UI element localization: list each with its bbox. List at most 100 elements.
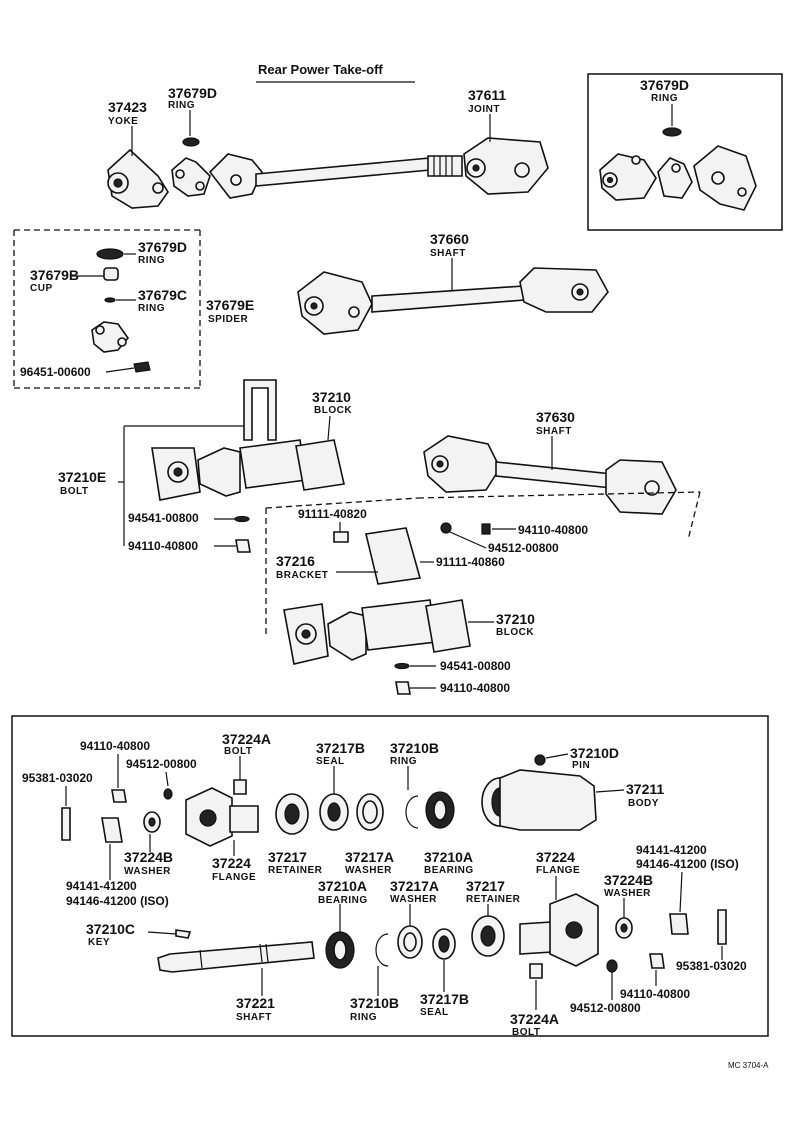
shaft-37630-drawing <box>423 435 677 515</box>
part-name: FLANGE <box>536 865 580 876</box>
part-number: 37221 <box>236 995 275 1011</box>
part-number: 37630 <box>536 409 575 425</box>
washer-icon <box>234 515 250 523</box>
part-number: 37217B <box>316 740 365 756</box>
flange-left-drawing <box>185 787 259 847</box>
part-number: 37423 <box>108 99 147 115</box>
part-name: RING <box>138 255 165 266</box>
part-name: SHAFT <box>236 1012 272 1023</box>
part-number: 37210A <box>318 878 367 894</box>
part-name: WASHER <box>345 865 392 876</box>
part-name: SPIDER <box>208 314 249 325</box>
shaft-37660-drawing <box>297 267 609 335</box>
part-name: WASHER <box>124 866 171 877</box>
part-number: 37224A <box>510 1011 559 1027</box>
part-number: 94541-00800 <box>440 659 511 673</box>
small-ring-icon <box>104 297 116 303</box>
part-name: WASHER <box>604 888 651 899</box>
part-name: RING <box>651 93 678 104</box>
alt-joint-drawing <box>599 145 757 211</box>
part-name: SEAL <box>316 756 345 767</box>
part-number: 37679D <box>168 85 217 101</box>
assembly-dashed-outline <box>265 491 701 636</box>
part-name: BRACKET <box>276 570 328 581</box>
nut-icon <box>395 681 411 695</box>
part-number: 37210 <box>312 389 351 405</box>
part-name: BOLT <box>512 1027 540 1038</box>
part-number: 37217B <box>420 991 469 1007</box>
ring-icon-kit <box>96 248 124 260</box>
part-number: 94110-40800 <box>518 523 588 537</box>
body-37211-drawing <box>481 769 597 831</box>
part-number: 37210E <box>58 469 106 485</box>
bolt-icon <box>333 531 349 543</box>
snap-ring-icon <box>375 933 389 967</box>
part-number: 91111-40820 <box>298 507 367 521</box>
part-number: 37224 <box>536 849 575 865</box>
part-number: 37679E <box>206 297 254 313</box>
shaft-37221-drawing <box>157 941 315 973</box>
spider-drawing-top <box>171 157 211 197</box>
cotter-pin-icon <box>717 909 727 945</box>
part-number: 37679D <box>138 239 187 255</box>
part-name: RETAINER <box>466 894 521 905</box>
part-number: 95381-03020 <box>676 959 747 973</box>
part-number: 37217 <box>466 878 505 894</box>
part-name: RING <box>138 303 165 314</box>
part-name: RETAINER <box>268 865 323 876</box>
key-icon <box>175 929 192 939</box>
part-name: BEARING <box>318 895 368 906</box>
part-name: BLOCK <box>496 627 534 638</box>
part-name: CUP <box>30 283 53 294</box>
ring-icon-box <box>662 127 682 137</box>
part-number: 37210 <box>496 611 535 627</box>
nut-icon <box>649 953 665 969</box>
yoke-drawing <box>107 148 169 209</box>
part-name: WASHER <box>390 894 437 905</box>
part-number: 94146-41200 (ISO) <box>636 857 739 871</box>
part-number: 94146-41200 (ISO) <box>66 894 169 908</box>
part-number: 94141-41200 <box>636 843 707 857</box>
washer-icon <box>606 959 618 973</box>
grease-fitting-icon <box>133 361 151 373</box>
block-37210-lower-drawing <box>283 599 471 665</box>
alt-joint-box <box>587 73 783 231</box>
block-37210-upper-drawing <box>151 379 345 501</box>
part-number: 37210C <box>86 921 135 937</box>
part-number: 37211 <box>626 781 664 797</box>
part-number: 94141-41200 <box>66 879 137 893</box>
part-number: 37660 <box>430 231 469 247</box>
part-name: KEY <box>88 937 110 948</box>
drawing-code: MC 3704-A <box>728 1061 769 1070</box>
part-number: 95381-03020 <box>22 771 93 785</box>
part-number: 94110-40800 <box>128 539 198 553</box>
part-number: 94110-40800 <box>80 739 150 753</box>
spider-kit-box <box>13 229 201 389</box>
bolt-icon <box>233 779 247 795</box>
castle-nut-icon <box>669 913 689 935</box>
part-name: YOKE <box>108 116 138 127</box>
pin-icon <box>534 754 546 766</box>
part-name: RING <box>390 756 417 767</box>
part-name: RING <box>168 100 195 111</box>
part-number: 94110-40800 <box>440 681 510 695</box>
part-number: 37217 <box>268 849 307 865</box>
washer-icon <box>394 662 410 670</box>
part-name: PIN <box>572 760 590 771</box>
washer-icon <box>440 522 452 534</box>
part-number: 37224 <box>212 855 251 871</box>
part-number: 37224B <box>604 872 653 888</box>
part-name: BODY <box>628 798 659 809</box>
part-name: JOINT <box>468 104 500 115</box>
part-name: BOLT <box>60 486 88 497</box>
part-name: RING <box>350 1012 377 1023</box>
bolt-icon <box>529 963 543 979</box>
part-number: 37210B <box>390 740 439 756</box>
washer-icon <box>163 788 173 800</box>
part-number: 37210A <box>424 849 473 865</box>
part-number: 94512-00800 <box>570 1001 641 1015</box>
part-number: 37224B <box>124 849 173 865</box>
part-number: 37210D <box>570 745 619 761</box>
flange-right-drawing <box>519 893 599 967</box>
